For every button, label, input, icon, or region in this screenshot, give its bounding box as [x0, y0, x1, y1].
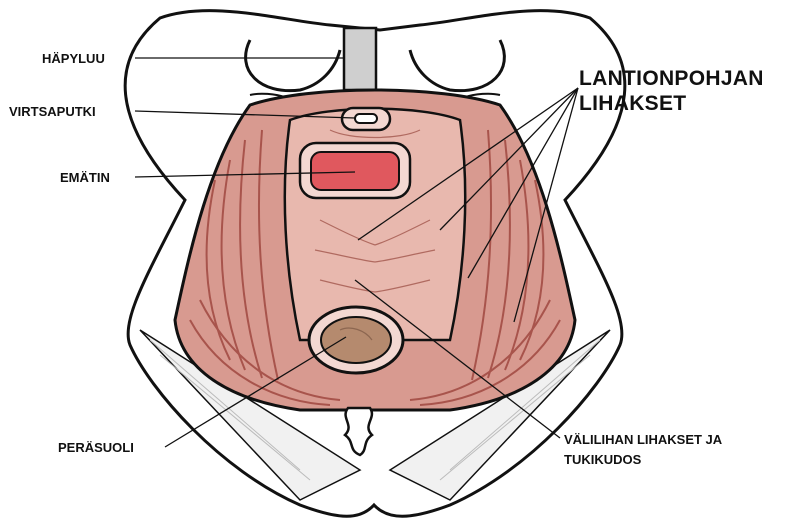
label-lantionpohjan: LANTIONPOHJAN	[579, 67, 764, 90]
pubic-symphysis	[344, 28, 376, 90]
label-hapyluu: HÄPYLUU	[42, 51, 105, 66]
label-valilihan: VÄLILIHAN LIHAKSET JA	[564, 432, 723, 447]
urethra	[342, 108, 390, 130]
label-tukikudos: TUKIKUDOS	[564, 452, 642, 467]
rectum	[309, 307, 403, 373]
label-lihakset: LIHAKSET	[579, 92, 686, 115]
label-perasuoli: PERÄSUOLI	[58, 440, 134, 455]
label-ematin: EMÄTIN	[60, 170, 110, 185]
vagina	[300, 143, 410, 198]
label-virtsaputki: VIRTSAPUTKI	[9, 104, 96, 119]
